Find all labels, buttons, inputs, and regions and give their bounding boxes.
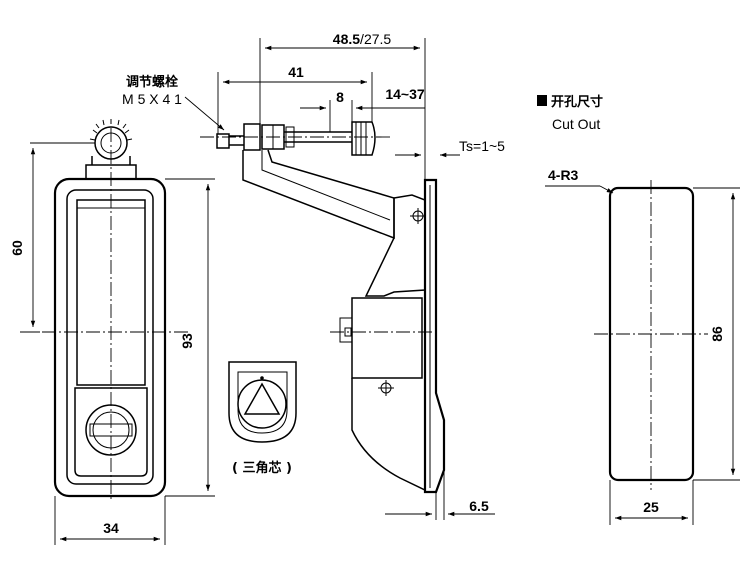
- dim-panel-thickness: Ts=1~5: [459, 138, 505, 154]
- triangle-core-label: ( 三角芯 ): [232, 460, 292, 476]
- knurled-nut: [351, 121, 376, 156]
- adjust-bolt-label: 调节螺栓: [126, 74, 178, 90]
- cutout-title-en: Cut Out: [552, 116, 600, 132]
- cam-arm: [242, 149, 395, 240]
- dim-flange-depth: 6.5: [469, 498, 489, 514]
- dim-handle-to-center: 60: [9, 240, 25, 256]
- housing-inner: [66, 189, 154, 485]
- square-bullet-icon: [537, 95, 547, 106]
- front-view: [20, 119, 215, 545]
- housing-outline: [53, 177, 167, 498]
- dim-arm-length: 41: [288, 64, 304, 80]
- dim-body-height: 93: [179, 333, 195, 349]
- dim-grip-range: 14~37: [385, 86, 425, 102]
- dim-cutout-width: 25: [643, 499, 659, 515]
- dim-body-width: 34: [103, 520, 119, 536]
- lock-area: [74, 387, 148, 477]
- dim-cutout-height: 86: [709, 326, 725, 342]
- cutout-view: [545, 180, 740, 525]
- triangle-core-detail: [228, 361, 297, 443]
- cutout-title-cn: 开孔尺寸: [551, 94, 603, 110]
- dim-overall-depth: 48.5/27.5: [333, 31, 392, 47]
- adjust-bolt-spec: M 5 X 4 1: [122, 91, 182, 107]
- latch-body: [351, 297, 423, 379]
- flange: [423, 178, 446, 494]
- dim-corner-radius: 4-R3: [548, 167, 579, 183]
- dim-bolt-hex: 8: [336, 89, 344, 105]
- side-view: [200, 38, 495, 520]
